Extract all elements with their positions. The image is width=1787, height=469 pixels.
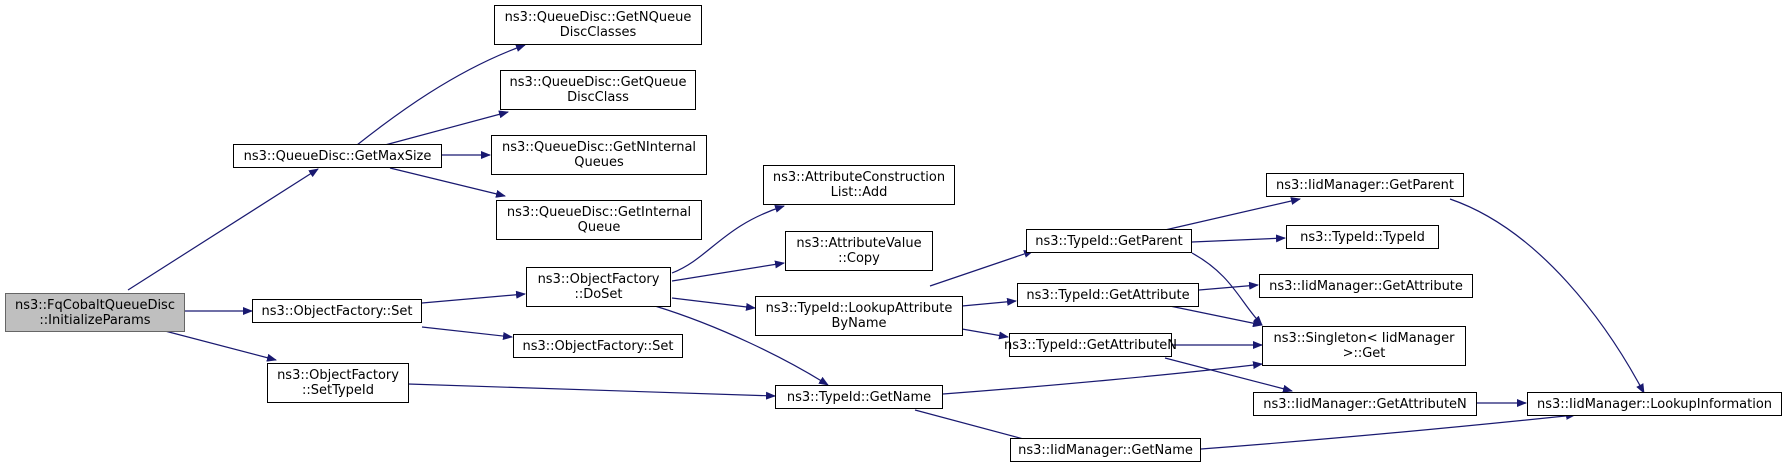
node-queuedisc-getnqueuediscclasses[interactable]: ns3::QueueDisc::GetNQueue DiscClasses — [494, 5, 702, 45]
node-label: ns3::TypeId::GetParent — [1035, 233, 1183, 249]
node-singleton-iidmanager-get[interactable]: ns3::Singleton< IidManager >::Get — [1262, 326, 1466, 366]
node-label-line2: List::Add — [830, 185, 888, 200]
node-queuedisc-getqueuediscclass[interactable]: ns3::QueueDisc::GetQueue DiscClass — [500, 70, 696, 110]
edge-getattributen-iid-getattributen — [1164, 357, 1293, 393]
node-label: ns3::IidManager::LookupInformation — [1536, 396, 1773, 412]
node-label-line2: Queue — [577, 220, 621, 235]
node-attributeconstructionlist-add[interactable]: ns3::AttributeConstruction List::Add — [763, 165, 955, 205]
edge-of-set-of-set2 — [421, 326, 513, 340]
node-label-line2: >::Get — [1342, 346, 1386, 361]
node-objectfactory-set[interactable]: ns3::ObjectFactory::Set — [252, 299, 422, 323]
edge-getmaxsize-getnqdc — [356, 44, 526, 146]
edge-getmaxsize-getqdc — [384, 110, 509, 146]
edge-iid-getparent-lookup — [1449, 198, 1645, 394]
node-typeid-getattribute[interactable]: ns3::TypeId::GetAttribute — [1017, 283, 1199, 307]
edge-iid-getname-lookup — [1200, 411, 1576, 450]
node-label-line2: ::InitializeParams — [39, 312, 151, 328]
node-iidmanager-getattributen[interactable]: ns3::IidManager::GetAttributeN — [1253, 392, 1477, 416]
node-label-line1: ns3::TypeId::LookupAttribute — [765, 301, 953, 316]
node-label: ns3::QueueDisc::GetMaxSize — [243, 148, 432, 164]
node-iidmanager-lookupinformation[interactable]: ns3::IidManager::LookupInformation — [1527, 392, 1782, 416]
node-label-line2: ::Copy — [838, 251, 880, 266]
node-label-line1: ns3::QueueDisc::GetNQueue — [504, 10, 692, 25]
node-label-line1: ns3::ObjectFactory — [537, 272, 660, 287]
edge-getattribute-singleton — [1164, 304, 1263, 328]
node-queuedisc-getninternalqueues[interactable]: ns3::QueueDisc::GetNInternal Queues — [491, 135, 707, 175]
edge-getname-singleton — [942, 361, 1263, 395]
node-typeid-typeid[interactable]: ns3::TypeId::TypeId — [1286, 225, 1439, 249]
node-label-line1: ns3::AttributeValue — [796, 236, 922, 251]
node-label-line2: Queues — [574, 155, 624, 170]
node-label-line2: ByName — [831, 316, 887, 331]
edge-lookupattr-getattribute — [961, 297, 1017, 307]
node-typeid-getname[interactable]: ns3::TypeId::GetName — [775, 385, 943, 409]
node-label: ns3::ObjectFactory::Set — [522, 338, 674, 354]
node-iidmanager-getparent[interactable]: ns3::IidManager::GetParent — [1266, 173, 1464, 197]
node-typeid-getattributen[interactable]: ns3::TypeId::GetAttributeN — [1004, 333, 1177, 357]
node-label-line2: DiscClass — [567, 90, 629, 105]
edge-getparent-iid-getparent — [1164, 197, 1301, 231]
edge-doset-lookupattr — [671, 297, 756, 311]
node-objectfactory-doset[interactable]: ns3::ObjectFactory ::DoSet — [526, 267, 671, 307]
node-label: ns3::IidManager::GetName — [1018, 442, 1193, 458]
node-iidmanager-getname[interactable]: ns3::IidManager::GetName — [1010, 438, 1201, 462]
node-label-line1: ns3::Singleton< IidManager — [1273, 331, 1455, 346]
edge-doset-av-copy — [671, 260, 785, 282]
node-label-line1: ns3::QueueDisc::GetInternal — [506, 205, 692, 220]
node-label: ns3::IidManager::GetParent — [1275, 177, 1455, 193]
node-queuedisc-getinternalqueue[interactable]: ns3::QueueDisc::GetInternal Queue — [496, 200, 702, 240]
node-label: ns3::TypeId::GetAttribute — [1026, 287, 1190, 303]
edge-of-settypeid-getname — [407, 383, 776, 400]
node-label: ns3::ObjectFactory::Set — [261, 303, 413, 319]
edge-getattribute-iid-getattribute — [1198, 281, 1259, 291]
node-label: ns3::TypeId::GetAttributeN — [1003, 337, 1178, 353]
edge-root-getmaxsize — [127, 168, 319, 291]
node-queuedisc-getmaxsize[interactable]: ns3::QueueDisc::GetMaxSize — [233, 144, 442, 168]
edge-lookupattr-getparent — [929, 250, 1034, 287]
edge-getparent-typeid-ctor — [1191, 234, 1286, 243]
edge-doset-getname — [654, 305, 829, 386]
edge-getmaxsize-getiq — [389, 167, 506, 198]
node-typeid-getparent[interactable]: ns3::TypeId::GetParent — [1026, 229, 1192, 253]
node-label: ns3::IidManager::GetAttributeN — [1263, 396, 1467, 412]
node-label: ns3::IidManager::GetAttribute — [1269, 278, 1463, 294]
node-typeid-lookupattributebyname[interactable]: ns3::TypeId::LookupAttribute ByName — [755, 296, 963, 336]
node-objectfactory-set-2[interactable]: ns3::ObjectFactory::Set — [513, 334, 683, 358]
node-label-line1: ns3::ObjectFactory — [277, 368, 399, 383]
node-iidmanager-getattribute[interactable]: ns3::IidManager::GetAttribute — [1259, 274, 1473, 298]
edge-lookupattr-getattributen — [961, 328, 1009, 340]
edge-doset-acl-add — [671, 204, 785, 274]
edge-root-of-settypeid — [164, 330, 277, 362]
node-label-line1: ns3::FqCobaltQueueDisc — [15, 297, 175, 313]
edge-of-set-doset — [421, 290, 526, 304]
node-label-line1: ns3::QueueDisc::GetNInternal — [501, 140, 697, 155]
edge-getparent-singleton — [1191, 252, 1263, 326]
node-label-line2: ::SetTypeId — [301, 383, 375, 398]
node-label-line2: DiscClasses — [559, 25, 637, 40]
node-label-line1: ns3::QueueDisc::GetQueue — [509, 75, 687, 90]
node-label-line2: ::DoSet — [574, 287, 623, 302]
node-fqcobalt-initializeparams: ns3::FqCobaltQueueDisc ::InitializeParam… — [5, 293, 185, 332]
node-label-line1: ns3::AttributeConstruction — [772, 170, 946, 185]
node-objectfactory-settypeid[interactable]: ns3::ObjectFactory ::SetTypeId — [267, 363, 409, 403]
node-attributevalue-copy[interactable]: ns3::AttributeValue ::Copy — [785, 231, 933, 271]
node-label: ns3::TypeId::TypeId — [1300, 229, 1425, 245]
node-label: ns3::TypeId::GetName — [786, 389, 932, 405]
